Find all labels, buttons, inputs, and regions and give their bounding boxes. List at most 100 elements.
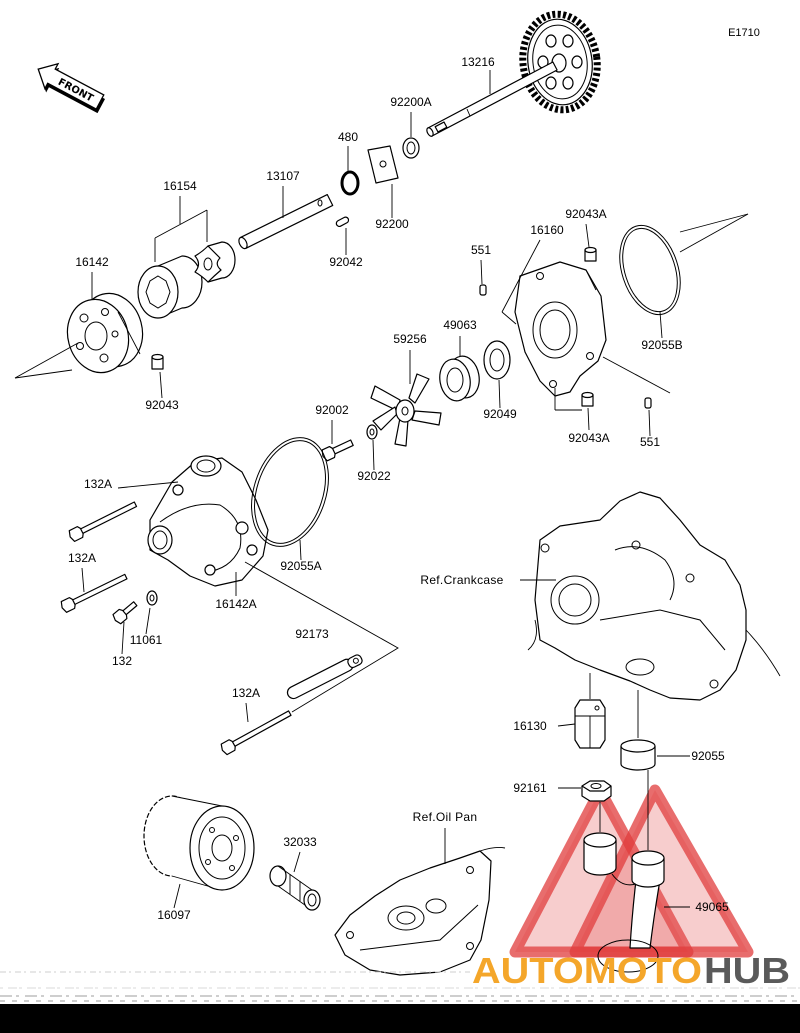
callout-92043: 92043 [145, 398, 179, 412]
leader [501, 239, 541, 313]
leader [117, 481, 179, 489]
gear-hole [545, 76, 557, 90]
plate-92200 [367, 145, 399, 184]
housing-bore-inner [539, 309, 571, 351]
washer-outer [402, 137, 420, 159]
bolt-92002 [321, 439, 354, 462]
o-ring-inner [254, 440, 326, 544]
pump-boss [204, 564, 216, 576]
crankcase-bore [550, 575, 600, 625]
housing-bore [532, 301, 578, 359]
cover-hole [101, 308, 109, 316]
o-ring-92055B [619, 224, 681, 316]
filter-thread [211, 834, 233, 862]
o-ring-outer [251, 437, 329, 547]
tube-cylinder-left [583, 840, 617, 876]
filter-face [189, 805, 255, 891]
leader [299, 539, 302, 561]
sleeve-bore [307, 893, 317, 907]
pin-body [644, 397, 652, 409]
filter-port [209, 827, 215, 833]
callout-16097: 16097 [157, 908, 191, 922]
bolt-shank [78, 501, 138, 535]
seal-49063 [439, 355, 480, 402]
leader [587, 407, 590, 431]
washer-inner [149, 594, 155, 602]
leader [602, 356, 671, 394]
seal-inner [489, 348, 505, 372]
bolt-head [112, 608, 128, 625]
oil-pan-boss-inner [396, 911, 416, 925]
sleeve-32033 [269, 865, 321, 911]
crankcase-rib [599, 609, 726, 651]
wedge-line [14, 369, 73, 379]
tube-49065 [583, 832, 665, 973]
fitting-16130 [574, 699, 606, 749]
seal-lip [446, 367, 464, 393]
fitting-hole [594, 705, 600, 711]
leader [501, 311, 517, 325]
crankcase-reference [527, 491, 781, 701]
dowel-top [584, 246, 597, 254]
callout-92161: 92161 [513, 781, 547, 795]
callout-92049: 92049 [483, 407, 517, 421]
o-ring-inner [622, 227, 678, 313]
pin-551-lower [644, 397, 652, 409]
circlip-inner [345, 175, 355, 191]
crankcase-hole [685, 573, 695, 583]
callout-551-lower: 551 [640, 435, 660, 449]
washer-inner [406, 141, 416, 155]
callout-92042: 92042 [329, 255, 363, 269]
leader [159, 371, 163, 399]
shaft-pin-hole [317, 199, 323, 207]
bolt-shank [70, 573, 128, 606]
pin-body [335, 216, 350, 228]
cover-hole [99, 353, 109, 363]
housing-hole [536, 272, 544, 280]
circlip-ring [340, 170, 360, 196]
crankcase-hole [709, 679, 719, 689]
leader [498, 379, 501, 409]
shaft-end [238, 236, 248, 250]
pump-outlet-bore [196, 459, 216, 473]
circlip-480 [340, 170, 360, 196]
dowel-top [581, 391, 594, 399]
leader [480, 259, 483, 285]
leader [121, 621, 125, 655]
pipe-92173 [286, 654, 363, 700]
housing-hole [549, 380, 557, 388]
callout-132A-upper: 132A [84, 477, 112, 491]
footer-bar [0, 1004, 800, 1033]
nut-top [581, 780, 612, 792]
callout-480: 480 [338, 130, 358, 144]
cover-16142 [66, 292, 144, 374]
washer-outer [146, 590, 158, 606]
callout-16154: 16154 [163, 179, 197, 193]
front-arrow-body [37, 62, 105, 110]
washer-92200A [402, 137, 420, 159]
nut-bore [590, 783, 602, 789]
sleeve-back [269, 865, 287, 887]
oil-pan-port [425, 898, 447, 914]
seal-92049 [483, 340, 511, 380]
leader [245, 702, 249, 723]
callout-92043A-upper: 92043A [565, 207, 606, 221]
callout-49063: 49063 [443, 318, 477, 332]
filter-edge-top [171, 795, 223, 807]
cap-body [620, 746, 656, 771]
watermark-brand-gray: HUB [704, 950, 790, 991]
reference-wedge-left [14, 342, 79, 379]
diagram-code: E1710 [728, 27, 760, 39]
pipe-tab-hole [352, 657, 359, 664]
o-ring-outer [619, 224, 681, 316]
cap-top [620, 739, 656, 753]
tube-bridge [611, 873, 637, 886]
outer-rotor-face [137, 265, 179, 319]
bolt-132A-lower [220, 710, 292, 756]
tube-flange [597, 939, 659, 973]
tube-cylinder-right-top [631, 850, 665, 866]
cover-hole [111, 330, 119, 338]
gear-hole [562, 34, 574, 48]
tube-cylinder-right [631, 858, 665, 888]
leader [585, 223, 590, 248]
